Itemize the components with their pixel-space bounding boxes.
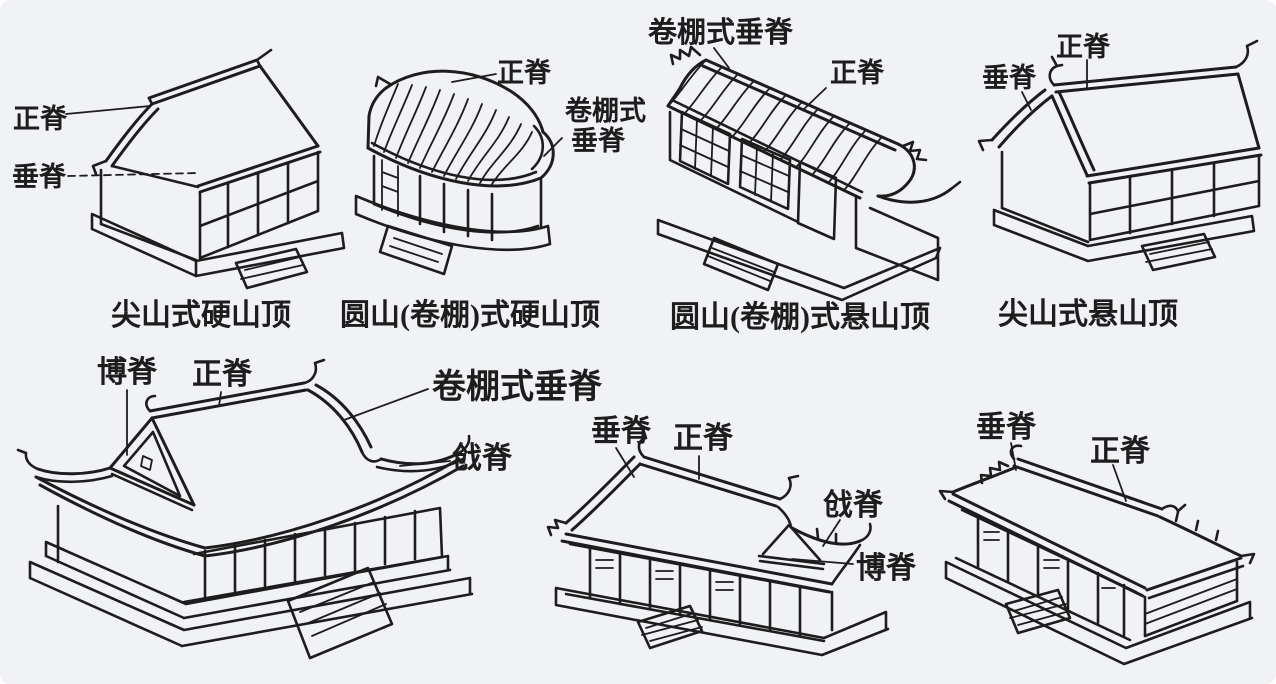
- b1-roof: [91, 48, 322, 194]
- b2-base: [354, 194, 552, 276]
- leader-b6-boji: [791, 558, 854, 565]
- caption-yuanshan-juanpeng-xuanshanding: 圆山(卷棚)式悬山顶: [670, 301, 930, 334]
- label-b6-bo-ridge: 博脊: [856, 552, 917, 585]
- label-b2-main-ridge: 正脊: [497, 58, 552, 88]
- b2-roof-tiles: [373, 83, 533, 185]
- label-leader-lines: [65, 47, 1127, 565]
- label-b5-main-ridge: 正脊: [192, 358, 253, 391]
- leader-b7-zhengji: [1112, 464, 1127, 502]
- building-wudianding: [938, 444, 1256, 666]
- b6-base: [554, 586, 890, 657]
- leader-b4-chuiji: [1021, 91, 1032, 111]
- caption-yuanshan-juanpeng-yingshanding: 圆山(卷棚)式硬山顶: [340, 299, 600, 332]
- label-b1-main-ridge: 正脊: [13, 104, 68, 134]
- leader-b5-juanpeng: [343, 388, 429, 421]
- b3-roof: [666, 45, 962, 204]
- label-b6-main-ridge: 正脊: [673, 422, 734, 455]
- label-b5-rolled-ridge: 卷棚式垂脊: [432, 368, 603, 406]
- b5-roof: [16, 358, 471, 558]
- label-b2-rolled-ridge-line1: 卷棚式: [565, 96, 646, 126]
- label-b3-main-ridge: 正脊: [830, 58, 885, 88]
- building-jianshan-xuanshanding: [977, 39, 1263, 272]
- leader-b6-qiangji: [822, 519, 841, 547]
- part-labels: 正脊 垂脊 正脊 卷棚式 垂脊 卷棚式垂脊 正脊 垂脊 正脊 博脊 正脊 卷棚式…: [12, 16, 1151, 585]
- captions: 尖山式硬山顶 圆山(卷棚)式硬山顶 圆山(卷棚)式悬山顶 尖山式悬山顶: [111, 298, 1178, 334]
- leader-b2-juanpeng: [543, 137, 563, 157]
- label-b6-qiang-ridge: 戗脊: [823, 489, 884, 522]
- building-jianshan-xieshanding: [546, 427, 890, 657]
- label-b3-rolled-ridge: 卷棚式垂脊: [648, 16, 794, 49]
- label-b2-rolled-ridge-line2: 垂脊: [571, 126, 626, 156]
- leader-b6-chuiji: [615, 447, 635, 478]
- b5-base: [28, 540, 474, 660]
- b4-body: [1000, 150, 1261, 244]
- b1-base: [90, 212, 346, 290]
- label-b7-vertical-ridge: 垂脊: [976, 411, 1037, 444]
- label-b5-bo-ridge: 博脊: [97, 356, 158, 389]
- b3-base: [656, 218, 942, 302]
- building-jianshan-yingshanding: [90, 48, 346, 290]
- building-xieshanding-large: [16, 358, 474, 660]
- leader-b3-zhengji: [802, 87, 827, 111]
- b7-colonnade: [954, 508, 1239, 642]
- caption-jianshan-yingshanding: 尖山式硬山顶: [111, 299, 291, 332]
- leader-b1-zhengji: [65, 105, 151, 115]
- leader-b3-juanpeng: [713, 47, 730, 69]
- building-yuanshan-juanpeng-xuanshanding: [656, 45, 962, 302]
- leader-b7-chuiji: [1010, 442, 1017, 471]
- building-yuanshan-juanpeng-yingshanding: [354, 69, 555, 276]
- b1-body: [99, 150, 320, 262]
- label-b1-vertical-ridge: 垂脊: [12, 162, 67, 192]
- b6-roof: [546, 427, 872, 594]
- leader-b2-zhengji: [451, 73, 497, 83]
- leader-b1-chuiji: [67, 172, 199, 177]
- b7-base: [944, 560, 1254, 666]
- b2-roof: [366, 69, 555, 188]
- b4-base: [992, 208, 1256, 272]
- leader-b5-qiangji: [399, 460, 451, 467]
- label-b5-qiang-ridge: 戗脊: [452, 442, 513, 475]
- b4-roof: [977, 39, 1263, 185]
- label-b7-main-ridge: 正脊: [1090, 435, 1151, 468]
- label-b4-vertical-ridge: 垂脊: [982, 63, 1037, 93]
- b3-body: [668, 110, 940, 282]
- caption-jianshan-xuanshanding: 尖山式悬山顶: [998, 298, 1178, 331]
- leader-b5-zhengji: [218, 391, 222, 407]
- label-b4-main-ridge: 正脊: [1056, 32, 1111, 62]
- label-b6-vertical-ridge: 垂脊: [591, 415, 652, 448]
